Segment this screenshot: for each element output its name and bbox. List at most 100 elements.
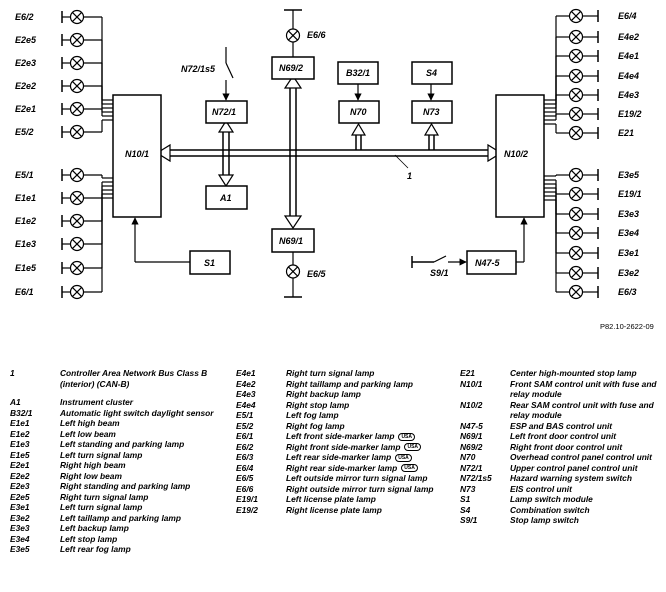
module-label-s4: S4 bbox=[426, 68, 437, 78]
legend-description: Right taillamp and parking lamp bbox=[286, 378, 414, 389]
legend-code: E6/5 bbox=[236, 473, 254, 483]
right-lamp-e19-2: E19/2 bbox=[568, 106, 642, 122]
legend-code: E4e3 bbox=[236, 389, 256, 399]
legend-description: Automatic light switch daylight sensor bbox=[60, 407, 214, 418]
left-lamp-e6-1: E6/1 bbox=[15, 284, 85, 300]
legend-description: Left fog lamp bbox=[286, 410, 339, 420]
figure-reference: P82.10-2622-09 bbox=[600, 322, 654, 331]
legend-description: Rear SAM control unit with fuse and rela… bbox=[510, 399, 654, 421]
legend-code: E19/1 bbox=[236, 494, 258, 504]
right-lamp-e19-1-label: E19/1 bbox=[618, 189, 642, 199]
legend-description: EIS control unit bbox=[510, 483, 572, 494]
right-lamp-e4e4: E4e4 bbox=[568, 68, 639, 84]
right-lamp-e6-3: E6/3 bbox=[568, 284, 637, 300]
legend-description bbox=[60, 389, 225, 397]
legend-description: Left turn signal lamp bbox=[60, 449, 143, 460]
legend-code: E4e4 bbox=[236, 399, 256, 410]
left-lamp-e2e2: E2e2 bbox=[15, 78, 85, 94]
left-lamp-e1e1: E1e1 bbox=[15, 190, 85, 206]
module-label-n47-5: N47-5 bbox=[475, 258, 501, 268]
legend-code: B32/1 bbox=[10, 407, 33, 418]
legend-description: Controller Area Network Bus Class B (int… bbox=[60, 368, 208, 389]
legend-code: E2e2 bbox=[10, 470, 30, 481]
legend-code: E3e4 bbox=[10, 533, 30, 544]
usa-badge-icon: USA bbox=[401, 464, 418, 473]
legend-code: E3e2 bbox=[10, 512, 30, 523]
legend-row: B32/1 Automatic light switch daylight sen… bbox=[10, 408, 225, 419]
legend-row: E4e2 Right taillamp and parking lamp bbox=[236, 379, 454, 390]
legend-description: Combination switch bbox=[510, 504, 590, 515]
legend-code: E6/6 bbox=[236, 483, 254, 494]
legend-description: Right stop lamp bbox=[286, 399, 350, 410]
left-lamp-e1e5: E1e5 bbox=[15, 260, 85, 276]
legend-code: E2e1 bbox=[10, 460, 30, 470]
right-lamp-e21: E21 bbox=[568, 125, 634, 141]
module-s4 bbox=[411, 61, 453, 85]
legend-description: Hazard warning system switch bbox=[510, 473, 632, 483]
module-b32-1 bbox=[337, 61, 379, 85]
legend-description: Right standing and parking lamp bbox=[60, 481, 191, 491]
legend-code: E3e1 bbox=[10, 502, 30, 512]
left-lamp-e6-2-label: E6/2 bbox=[15, 12, 34, 22]
usa-badge-icon: USA bbox=[398, 432, 415, 441]
legend-description: Upper control panel control unit bbox=[510, 462, 638, 473]
module-label-b32-1: B32/1 bbox=[346, 68, 370, 78]
legend-description: Right turn signal lamp bbox=[60, 491, 149, 502]
module-label-n72-1: N72/1 bbox=[212, 107, 236, 117]
left-lamp-e1e1-label: E1e1 bbox=[15, 193, 36, 203]
legend-code: E2e5 bbox=[10, 491, 30, 502]
right-lamp-e19-1: E19/1 bbox=[568, 186, 642, 202]
switch-label-n72-1s5: N72/1s5 bbox=[181, 64, 216, 74]
left-lamp-e6-2: E6/2 bbox=[15, 9, 85, 25]
legend-description: Left rear fog lamp bbox=[60, 544, 131, 554]
legend-description: Left high beam bbox=[60, 418, 120, 428]
legend-code: E6/4 bbox=[236, 462, 254, 473]
legend-code: E3e5 bbox=[10, 544, 30, 554]
right-lamp-e4e3: E4e3 bbox=[568, 87, 639, 103]
legend-code: E4e2 bbox=[236, 378, 256, 389]
legend-code: E21 bbox=[460, 368, 475, 378]
right-lamp-e4e4-label: E4e4 bbox=[618, 71, 639, 81]
left-lamp-e5-2: E5/2 bbox=[15, 124, 85, 140]
legend-description: Left turn signal lamp bbox=[60, 502, 143, 512]
legend-code: S4 bbox=[460, 504, 471, 515]
legend-code: S9/1 bbox=[460, 515, 478, 525]
module-n10-1 bbox=[112, 94, 162, 218]
legend-code: E6/2 bbox=[236, 441, 254, 452]
legend-code: E4e1 bbox=[236, 368, 256, 378]
legend-code: E5/2 bbox=[236, 420, 254, 431]
legend-description: Lamp switch module bbox=[510, 494, 593, 504]
legend-row: E3e1 Left turn signal lamp bbox=[10, 502, 225, 513]
legend-description: Right front door control unit bbox=[510, 441, 623, 452]
left-lamp-e2e5-label: E2e5 bbox=[15, 35, 37, 45]
door-lamp-label-e6-5: E6/5 bbox=[307, 269, 327, 279]
door-lamp-label-e6-6: E6/6 bbox=[307, 30, 327, 40]
legend-description: Stop lamp switch bbox=[510, 515, 579, 525]
left-lamp-e2e5: E2e5 bbox=[15, 32, 85, 48]
legend-code: E19/2 bbox=[236, 504, 258, 515]
module-n69-1 bbox=[271, 228, 315, 253]
module-label-n69-1: N69/1 bbox=[279, 236, 303, 246]
right-lamp-e4e1: E4e1 bbox=[568, 48, 639, 64]
module-n70 bbox=[338, 100, 380, 124]
